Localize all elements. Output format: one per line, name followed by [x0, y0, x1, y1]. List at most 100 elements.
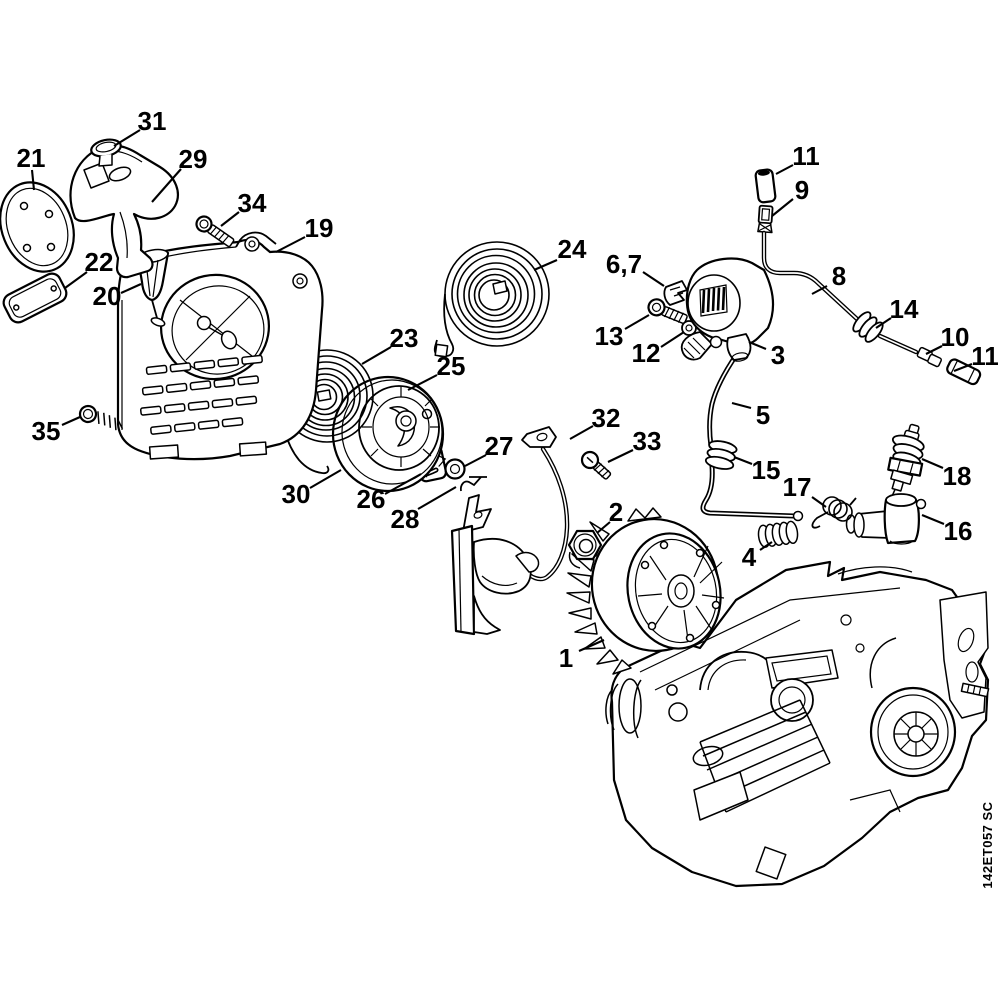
callout-leader-29 [151, 168, 182, 203]
callout-label-1: 1 [559, 643, 573, 673]
callout-label-4: 4 [742, 542, 757, 572]
callout-label-8: 8 [832, 261, 846, 291]
callout-leader-11 [953, 363, 973, 372]
callout-leader-20 [120, 283, 142, 294]
harness-wire-drawing [521, 426, 570, 582]
callout-label-20: 20 [93, 281, 122, 311]
callout-label-10: 10 [941, 322, 970, 352]
callout-leader-22 [64, 271, 88, 289]
callout-leader-4 [759, 541, 773, 551]
callout-label-23: 23 [390, 323, 419, 353]
callout-leader-30 [309, 469, 342, 489]
torsion-spring-drawing [811, 496, 857, 529]
screw-35-drawing [78, 404, 124, 431]
engine-rib-cap [605, 678, 642, 739]
callout-label-21: 21 [17, 143, 46, 173]
callout-leader-28 [417, 486, 457, 510]
wire-8-drawing [754, 168, 982, 386]
flywheel-drawing [566, 507, 725, 675]
washer-12-drawing [681, 320, 697, 336]
callout-label-2: 2 [609, 497, 623, 527]
screw-33-drawing [580, 450, 612, 480]
coil-spring-drawing [757, 520, 799, 548]
callout-label-12: 12 [632, 338, 661, 368]
wire-clamp-drawing [663, 280, 688, 306]
callout-label-33: 33 [633, 426, 662, 456]
rope-rotor-drawing [331, 375, 445, 493]
callout-leader-26 [384, 473, 422, 495]
callout-leader-19 [275, 236, 306, 253]
screw-13-drawing [647, 298, 688, 325]
fan-housing-drawing [116, 231, 324, 461]
spark-plug-boot-drawing [845, 493, 927, 545]
callout-label-11: 11 [792, 141, 820, 171]
callout-label-13: 13 [595, 321, 624, 351]
callout-leader-11 [775, 164, 794, 175]
callout-leader-15 [733, 456, 753, 465]
callout-leader-35 [61, 416, 81, 426]
drawing-code: 142ET057 SC [980, 801, 995, 888]
flywheel-nut-drawing [567, 529, 603, 569]
callout-label-3: 3 [771, 340, 785, 370]
callout-leader-25 [407, 374, 438, 391]
callout-label-16: 16 [944, 516, 973, 546]
clutch-drum [869, 637, 957, 778]
wire-grommet-14 [852, 311, 884, 343]
callout-label-35: 35 [32, 416, 61, 446]
callout-leader-16 [921, 514, 945, 525]
callout-leader-3 [748, 341, 767, 350]
callout-label-31: 31 [138, 106, 167, 136]
gasket-drawing [0, 181, 75, 273]
callout-leader-27 [464, 454, 487, 467]
callout-leader-23 [361, 346, 392, 365]
spark-plug-drawing [887, 423, 925, 497]
callout-label-11: 11 [971, 341, 999, 371]
callout-leader-33 [607, 449, 634, 463]
callout-leader-32 [569, 425, 594, 440]
callout-leader-6,7 [642, 271, 665, 287]
callout-leader-8 [811, 285, 828, 295]
spring-clip-28-drawing [459, 476, 487, 492]
callout-leader-17 [811, 496, 827, 508]
callout-label-30: 30 [282, 479, 311, 509]
callout-label-14: 14 [890, 294, 919, 324]
connector-sleeve-11-top [754, 168, 777, 204]
callout-leader-24 [533, 259, 558, 271]
grip-cap-drawing [90, 138, 122, 167]
ignition-lead-drawing [700, 351, 804, 522]
callout-leader-10 [925, 345, 943, 355]
callout-label-19: 19 [305, 213, 334, 243]
callout-label-9: 9 [795, 175, 809, 205]
callout-leader-9 [771, 198, 794, 217]
callout-label-15: 15 [752, 455, 781, 485]
callout-label-32: 32 [592, 403, 621, 433]
rewind-spring-drawing [433, 241, 550, 358]
cylinder-fins [699, 699, 831, 813]
callout-label-27: 27 [485, 431, 514, 461]
callout-leader-14 [875, 317, 892, 329]
engine-side-bracket [939, 591, 990, 719]
callout-leader-13 [624, 314, 650, 330]
callout-leader-18 [921, 458, 944, 469]
callout-label-18: 18 [943, 461, 972, 491]
callout-leader-5 [731, 401, 752, 410]
callout-label-25: 25 [437, 351, 466, 381]
housing-louvres [139, 354, 263, 435]
callout-label-17: 17 [783, 472, 812, 502]
callout-leader-2 [596, 521, 611, 534]
shroud-drawing [450, 494, 540, 636]
callout-leader-31 [113, 129, 141, 147]
lead-grommet-drawing [704, 440, 738, 470]
callout-label-24: 24 [558, 234, 587, 264]
cover-plate-drawing [2, 272, 68, 324]
screw-34-drawing [195, 215, 235, 248]
callout-leader-12 [660, 331, 685, 348]
spade-connector-9 [757, 204, 774, 234]
callout-label-5: 5 [756, 400, 770, 430]
callout-label-29: 29 [179, 144, 208, 174]
callout-leader-1 [578, 639, 605, 652]
callout-label-6,7: 6,7 [606, 249, 642, 279]
callout-label-26: 26 [357, 484, 386, 514]
callout-label-22: 22 [85, 247, 114, 277]
